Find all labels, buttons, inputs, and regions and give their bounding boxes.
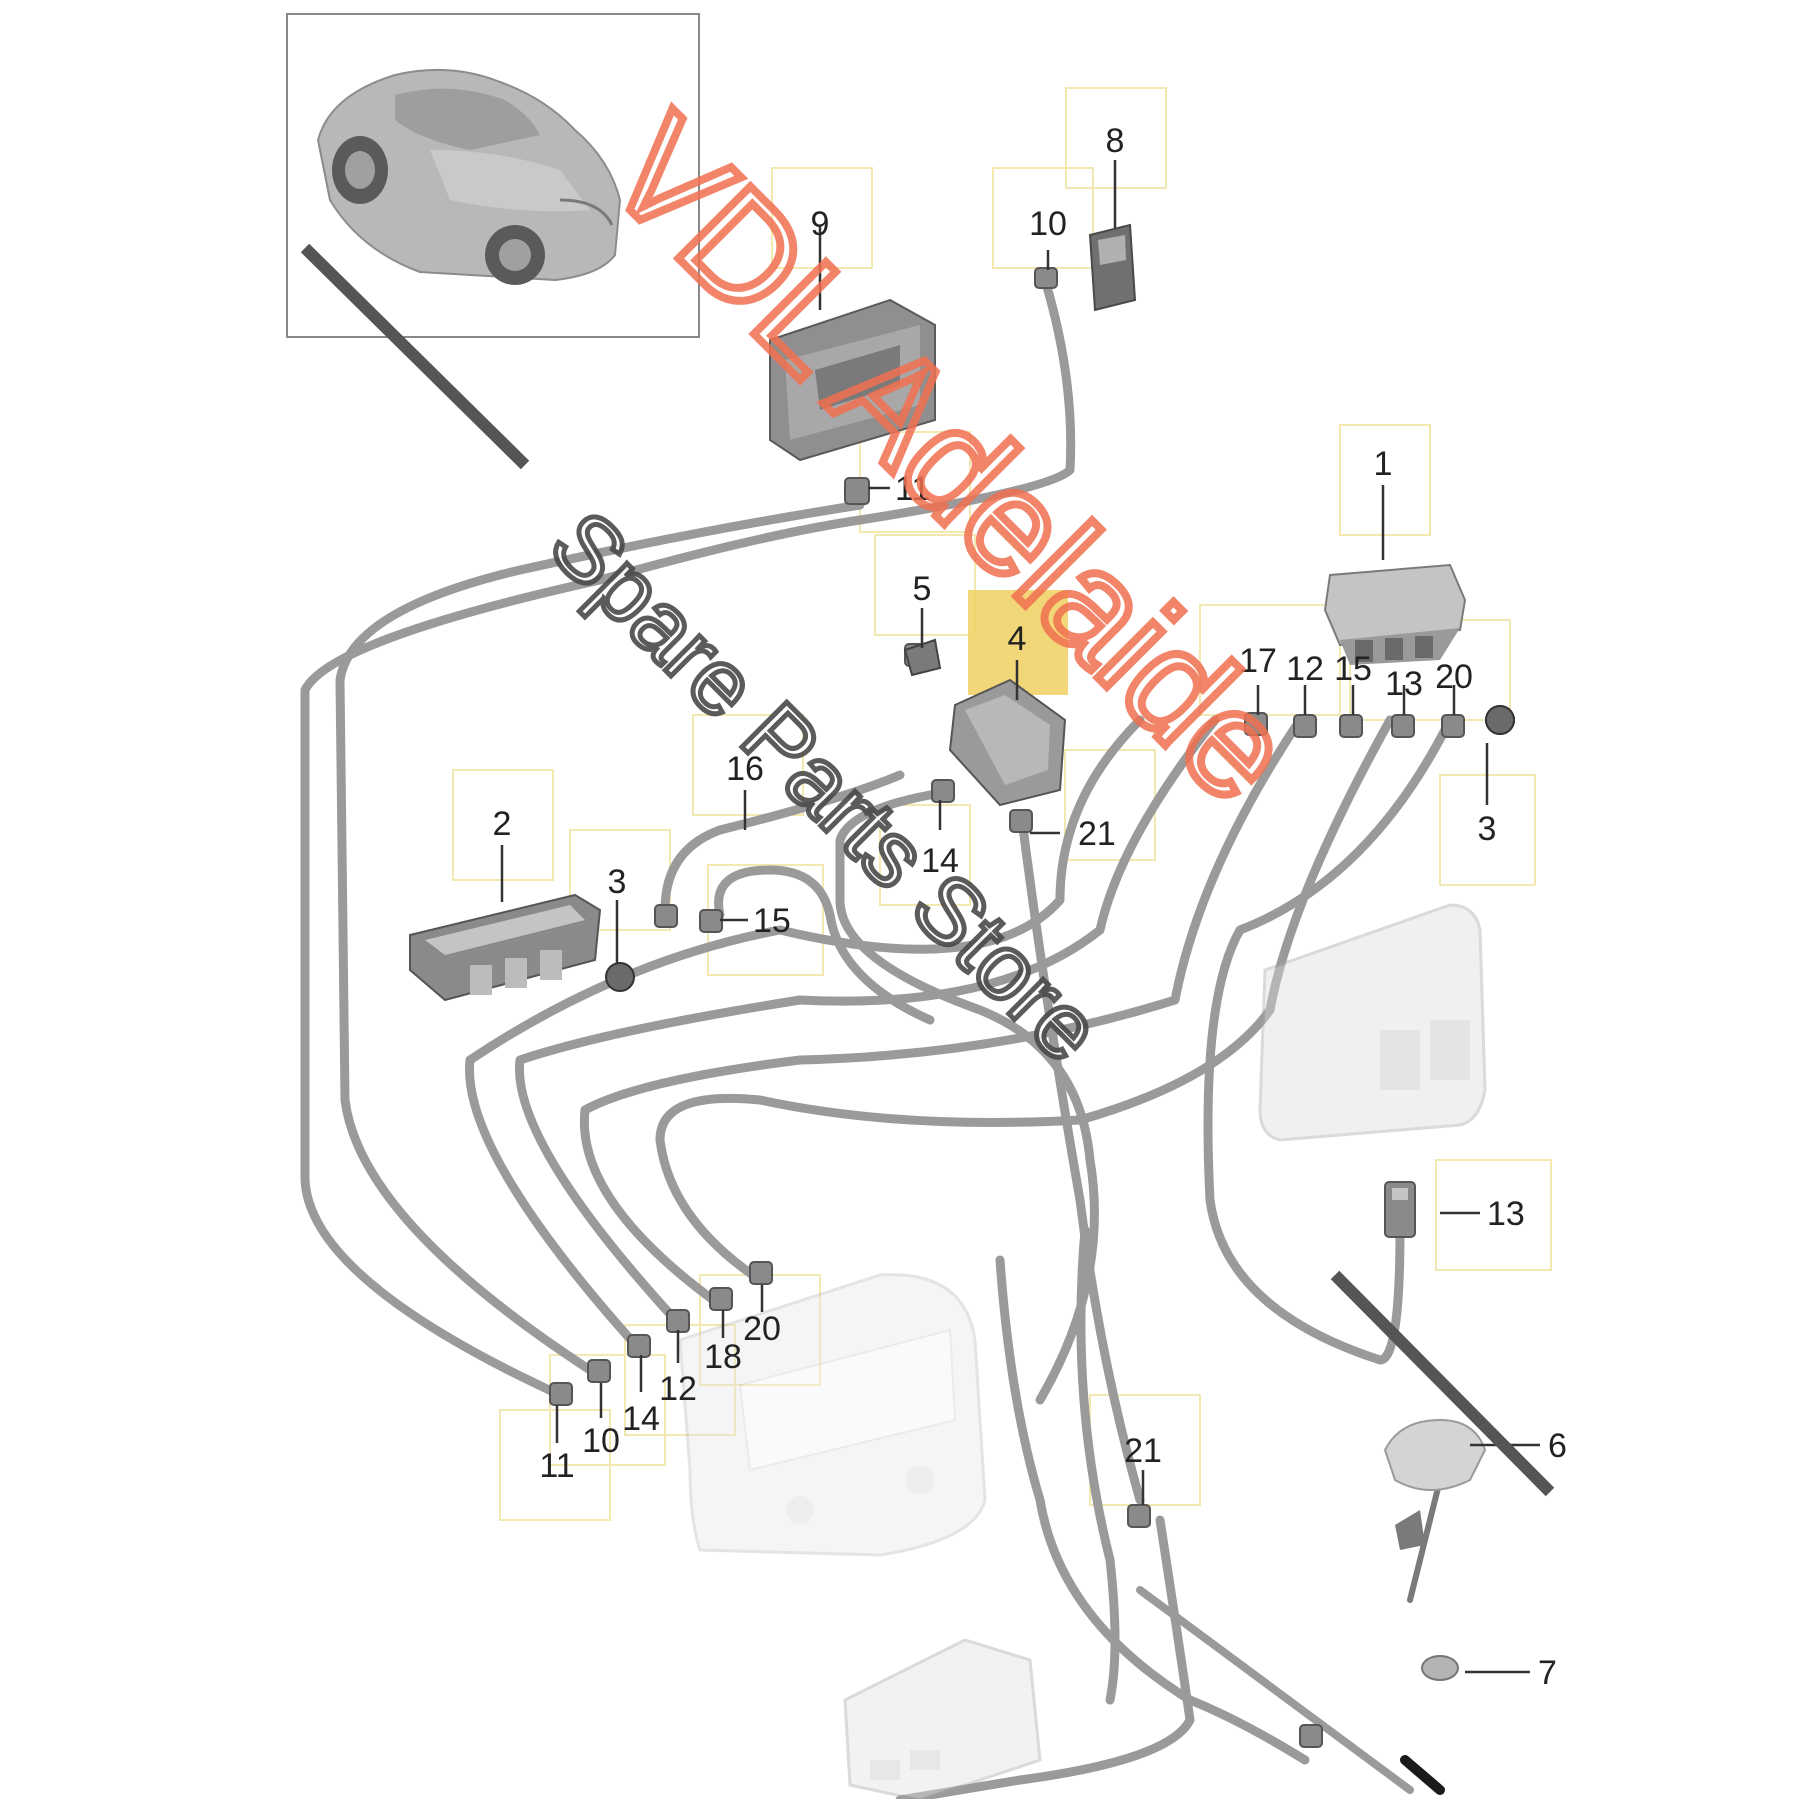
callout-1: 1: [1374, 445, 1393, 483]
part-5-connector: [903, 638, 942, 677]
callout-14-middle: 14: [921, 842, 959, 880]
callout-11-top: 11: [895, 470, 930, 508]
callout-12-bottom: 12: [659, 1370, 697, 1408]
callout-13-top: 13: [1385, 665, 1423, 703]
callout-labels: 1 2 3 3 4 5 6 7 8 9 10 10 11 11 11 12 12…: [493, 122, 1567, 1692]
car-silhouette: [316, 68, 622, 285]
callout-20-bottom: 20: [743, 1310, 781, 1348]
callout-20-top: 20: [1435, 658, 1473, 696]
faded-head-unit: [678, 1273, 987, 1557]
callout-7: 7: [1538, 1654, 1557, 1692]
part-7-grommet: [1421, 1655, 1459, 1681]
callout-17: 17: [1239, 642, 1277, 680]
callout-16: 16: [726, 750, 764, 788]
callout-2: 2: [493, 805, 512, 843]
faded-control-module: [843, 1638, 1042, 1799]
watermark-strikes: [300, 243, 1555, 1497]
callout-18: 18: [704, 1338, 742, 1376]
callout-14-bottom: 14: [622, 1400, 660, 1438]
callout-13-right: 13: [1487, 1195, 1525, 1233]
callout-15-left: 15: [753, 902, 791, 940]
faded-amplifier: [1258, 903, 1487, 1142]
callout-3-right: 3: [1478, 810, 1497, 848]
callout-21-bottom: 21: [1124, 1432, 1162, 1470]
callout-10-bottom: 10: [582, 1422, 620, 1460]
callout-8: 8: [1106, 122, 1125, 160]
part-3-speaker-left: [605, 962, 635, 992]
part-13-plug: [1384, 1181, 1416, 1238]
callout-11-bottom: 11: [539, 1447, 574, 1485]
callout-12-top: 12: [1286, 650, 1324, 688]
callout-3-left: 3: [608, 863, 627, 901]
part-8-module: [1088, 223, 1137, 312]
callout-5: 5: [913, 570, 932, 608]
callout-15-top: 15: [1334, 650, 1372, 688]
callout-21-top: 21: [1078, 815, 1116, 853]
callout-9: 9: [811, 205, 830, 243]
vehicle-thumbnail: [286, 13, 700, 338]
part-1-control-unit: [1323, 563, 1467, 665]
leader-lines: [500, 160, 1540, 1674]
part-9-bracket: [769, 298, 936, 462]
callout-4: 4: [1008, 620, 1027, 658]
cable-harness: [300, 275, 1455, 1799]
callout-10-top: 10: [1029, 205, 1067, 243]
part-2-control-unit: [409, 893, 602, 1002]
callout-6: 6: [1548, 1427, 1567, 1465]
part-3-speaker-right: [1485, 705, 1515, 735]
part-6-antenna: [1383, 1418, 1487, 1550]
